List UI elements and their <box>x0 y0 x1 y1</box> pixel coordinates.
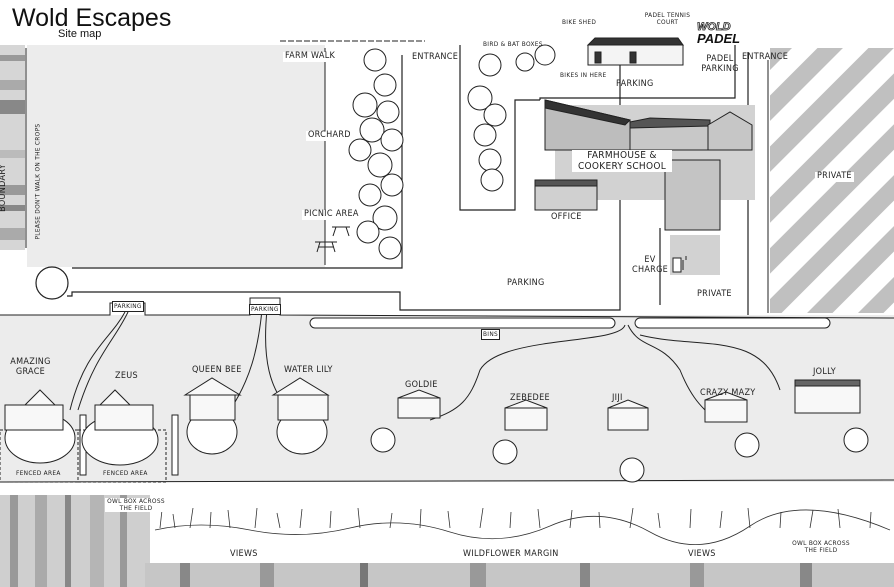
label-entrance-east: Entrance <box>742 52 789 62</box>
cabin-drawings <box>4 377 861 431</box>
label-bike-shed: Bike shed <box>562 18 597 26</box>
bottom-stripes <box>0 495 894 587</box>
label-wildflower-margin: Wildflower margin <box>463 549 559 559</box>
label-picnic-area: Picnic area <box>302 209 361 220</box>
wold-padel-logo: WOLD PADEL <box>697 21 741 46</box>
label-private-2: Private <box>697 289 732 299</box>
cabin-label[interactable]: Queen Bee <box>192 365 242 375</box>
label-farmhouse: Farmhouse & Cookery School <box>572 150 672 172</box>
label-entrance: Entrance <box>412 52 459 62</box>
orchard-trees <box>348 44 556 260</box>
label-owl-box: Owl box across the field <box>105 497 167 513</box>
footpaths <box>69 309 781 421</box>
label-views-2: Views <box>688 549 716 559</box>
cabin-label[interactable]: Zebedee <box>510 393 550 403</box>
cabin-label[interactable]: Water Lily <box>284 365 333 375</box>
boundary-stripes <box>0 45 27 250</box>
label-parking-mid: Parking <box>507 278 545 288</box>
label-views: Views <box>230 549 258 559</box>
label-padel-parking: Padel parking <box>701 54 739 74</box>
label-bird-bat-boxes: Bird & bat boxes <box>483 40 543 48</box>
ev-charger-icon <box>672 256 687 273</box>
farmhouse <box>534 99 755 275</box>
picnic-tables <box>315 226 350 253</box>
logo-line1: WOLD <box>697 21 731 33</box>
wildflower-margin <box>154 507 891 546</box>
page-title: Wold Escapes <box>12 4 172 32</box>
cabin-label[interactable]: Jolly <box>813 367 837 377</box>
cabin-label[interactable]: Amazing Grace <box>10 357 51 377</box>
label-boundary-note: Please don't walk on the crops <box>33 123 42 240</box>
label-parking-top: Parking <box>616 79 654 89</box>
label-padel-court: Padel tennis court <box>644 11 691 27</box>
road <box>35 44 749 315</box>
logo-line2: PADEL <box>697 31 741 46</box>
label-ev-charge: EV charge <box>632 255 669 275</box>
bike-shed <box>586 37 684 66</box>
crop-field <box>27 45 325 267</box>
cabin-label[interactable]: Crazy Mazy <box>700 388 756 398</box>
label-fenced-area: Fenced area <box>16 469 61 477</box>
label-orchard: Orchard <box>306 130 353 141</box>
label-parking-left2: Parking <box>249 304 281 316</box>
label-farm-walk: Farm walk <box>283 51 338 62</box>
label-boundary: Boundary <box>0 164 8 212</box>
label-fenced-area: Fenced area <box>103 469 148 477</box>
label-private: Private <box>815 171 854 182</box>
label-bins: Bins <box>481 329 501 341</box>
label-parking-left: Parking <box>112 301 144 313</box>
cabin-label[interactable]: Goldie <box>405 380 438 390</box>
label-owl-box-2: Owl box across the field <box>792 539 850 555</box>
page-subtitle: Site map <box>58 28 102 40</box>
label-office: Office <box>551 212 582 222</box>
cabin-label[interactable]: Jiji <box>612 393 623 403</box>
cabin-label[interactable]: Zeus <box>115 371 138 381</box>
label-bikes-in-here: Bikes in here <box>560 71 607 79</box>
